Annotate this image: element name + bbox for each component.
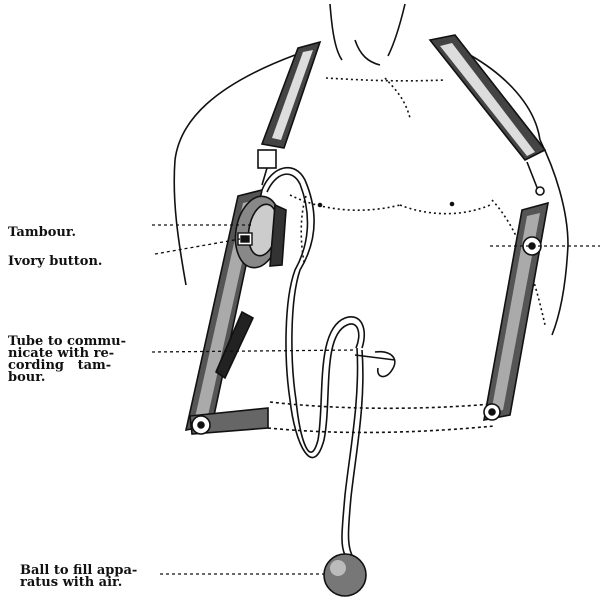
inflation-ball xyxy=(324,554,366,596)
tambour-label: Tambour. xyxy=(8,227,76,239)
nipples xyxy=(318,202,455,208)
ivory-button xyxy=(238,233,252,245)
ivory-button-label: Ivory button. xyxy=(8,256,102,268)
right-strap xyxy=(430,35,545,195)
tube-label: Tube to commu- nicate with re- cording t… xyxy=(8,336,126,384)
ball-label: Ball to fill appa- ratus with air. xyxy=(20,565,137,589)
left-strap xyxy=(258,42,320,185)
right-frame-bar xyxy=(484,203,548,420)
